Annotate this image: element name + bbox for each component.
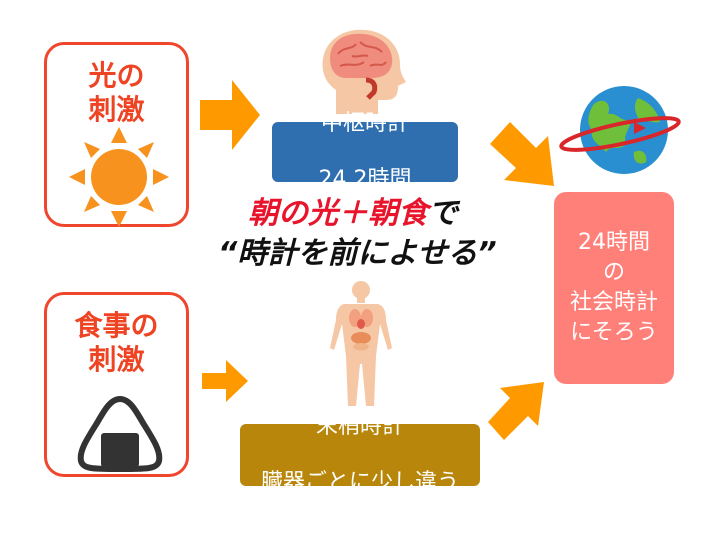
central-clock-period: 24.2時間	[318, 167, 412, 192]
peripheral-clock-box: 末梢時計 臓器ごとに少し違う	[240, 414, 480, 495]
light-stimulus-box: 光の 刺激	[44, 42, 189, 227]
arrow-light-to-central	[200, 80, 260, 150]
food-stimulus-line1: 食事の	[74, 309, 159, 342]
message-line1: 朝の光＋朝食で	[248, 196, 458, 232]
message-particle: で	[428, 196, 458, 231]
message-highlight: 朝の光＋朝食	[248, 196, 428, 231]
central-clock-box: 中枢時計 24.2時間	[272, 111, 458, 192]
message-line2: “時計を前によせる”	[218, 236, 497, 271]
social-clock-line4: にそろう	[570, 320, 658, 345]
peripheral-clock-note: 臓器ごとに少し違う	[260, 470, 459, 495]
brain-head-icon	[322, 29, 406, 115]
globe-icon	[559, 86, 681, 174]
arrow-food-to-peripheral	[202, 360, 248, 402]
peripheral-clock-title: 末梢時計	[315, 414, 404, 439]
light-stimulus-line1: 光の	[88, 59, 145, 92]
social-clock-line2: の	[602, 260, 625, 285]
social-clock-box: 24時間 の 社会時計 にそろう	[554, 192, 674, 384]
food-stimulus-line2: 刺激	[88, 343, 145, 376]
onigiri-icon	[77, 396, 163, 472]
arrow-peripheral-to-target	[488, 382, 544, 440]
arrow-central-to-target	[490, 122, 554, 186]
human-body-icon	[330, 281, 392, 406]
food-stimulus-box: 食事の 刺激	[44, 292, 189, 477]
central-clock-title: 中枢時計	[320, 111, 409, 136]
social-clock-line3: 社会時計	[569, 290, 658, 315]
sun-icon	[69, 127, 169, 227]
social-clock-line1: 24時間	[577, 230, 650, 255]
light-stimulus-line2: 刺激	[88, 93, 145, 126]
